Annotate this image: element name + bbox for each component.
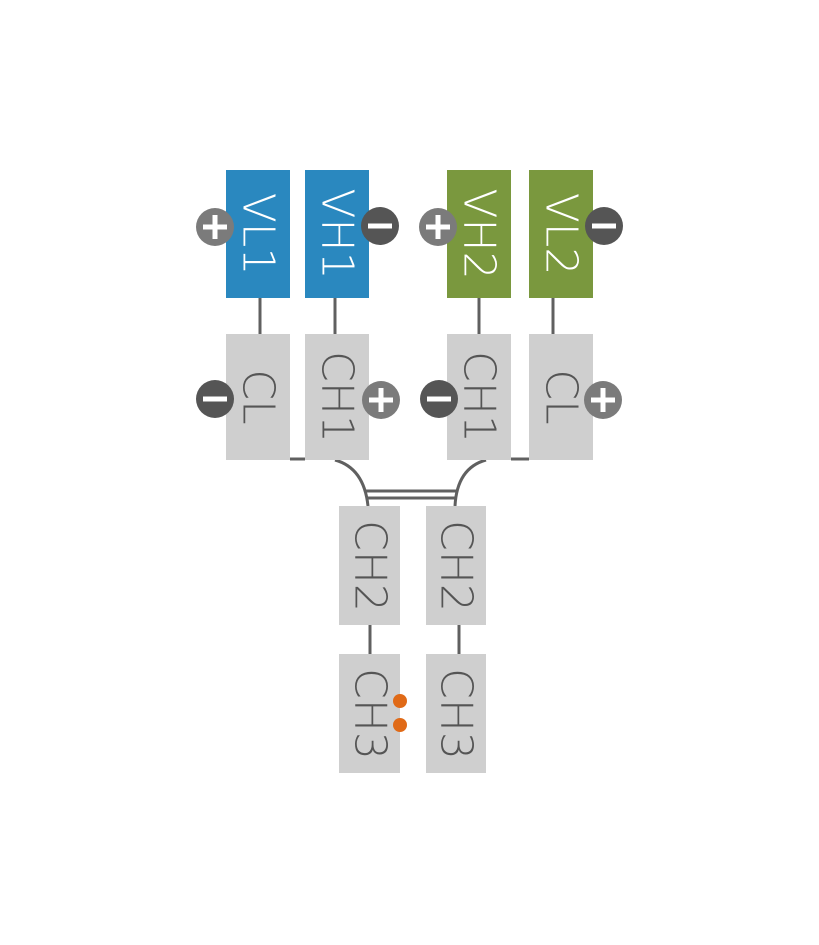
marker-dot-icon — [393, 718, 407, 732]
plus-icon[interactable] — [584, 381, 622, 419]
minus-icon[interactable] — [585, 207, 623, 245]
label-ch1-left: CH1 — [312, 351, 363, 443]
label-ch2-left: CH2 — [345, 520, 396, 612]
box-vl1[interactable]: VL1 — [226, 170, 290, 298]
label-cl-right: CL — [536, 369, 587, 424]
label-ch3-left: CH3 — [345, 668, 396, 760]
middle-row: CL CH1 CH1 CL — [226, 334, 593, 460]
ch3-row: CH3 CH3 — [339, 654, 486, 773]
box-vh2[interactable]: VH2 — [447, 170, 511, 298]
minus-icon[interactable] — [361, 207, 399, 245]
label-ch3-right: CH3 — [431, 668, 482, 760]
box-vh1[interactable]: VH1 — [305, 170, 369, 298]
wire-ch1-right-curve — [453, 458, 487, 507]
box-ch3-left[interactable]: CH3 — [339, 654, 400, 773]
label-ch1-right: CH1 — [454, 351, 505, 443]
minus-icon[interactable] — [196, 380, 234, 418]
terminal-badges — [196, 207, 623, 419]
box-cl-left[interactable]: CL — [226, 334, 290, 460]
plus-icon[interactable] — [419, 208, 457, 246]
label-vl1: VL1 — [233, 193, 284, 276]
marker-dot-icon — [393, 694, 407, 708]
box-ch3-right[interactable]: CH3 — [426, 654, 486, 773]
connector-lines — [258, 298, 555, 654]
top-row: VL1 VH1 VH2 VL2 — [226, 170, 593, 298]
label-vh1: VH1 — [312, 188, 363, 279]
ch2-row: CH2 CH2 — [339, 506, 486, 625]
box-ch2-left[interactable]: CH2 — [339, 506, 400, 625]
wire-ch1-left-curve — [334, 458, 370, 507]
label-vh2: VH2 — [454, 188, 505, 279]
label-ch2-right: CH2 — [431, 520, 482, 612]
label-vl2: VL2 — [536, 193, 587, 276]
box-ch2-right[interactable]: CH2 — [426, 506, 486, 625]
box-vl2[interactable]: VL2 — [529, 170, 593, 298]
label-cl-left: CL — [233, 369, 284, 424]
minus-icon[interactable] — [420, 380, 458, 418]
plus-icon[interactable] — [362, 381, 400, 419]
box-cl-right[interactable]: CL — [529, 334, 593, 460]
plus-icon[interactable] — [196, 208, 234, 246]
box-ch1-left[interactable]: CH1 — [305, 334, 369, 460]
